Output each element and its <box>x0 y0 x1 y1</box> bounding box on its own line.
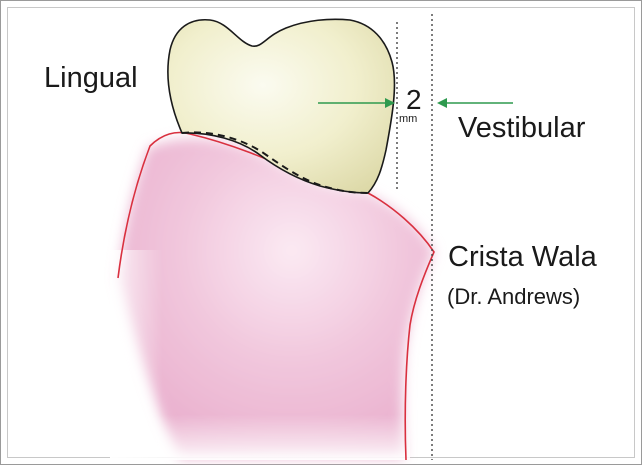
vestibular-label: Vestibular <box>458 114 585 143</box>
measure-value: 2 <box>406 86 422 114</box>
crista-wala-label: Crista Wala <box>448 243 597 272</box>
lingual-label: Lingual <box>44 64 138 93</box>
author-label: (Dr. Andrews) <box>447 286 580 308</box>
measure-unit: mm <box>399 114 417 125</box>
right-measure-arrow <box>437 98 513 108</box>
gingiva-fade-bottom <box>110 330 410 460</box>
